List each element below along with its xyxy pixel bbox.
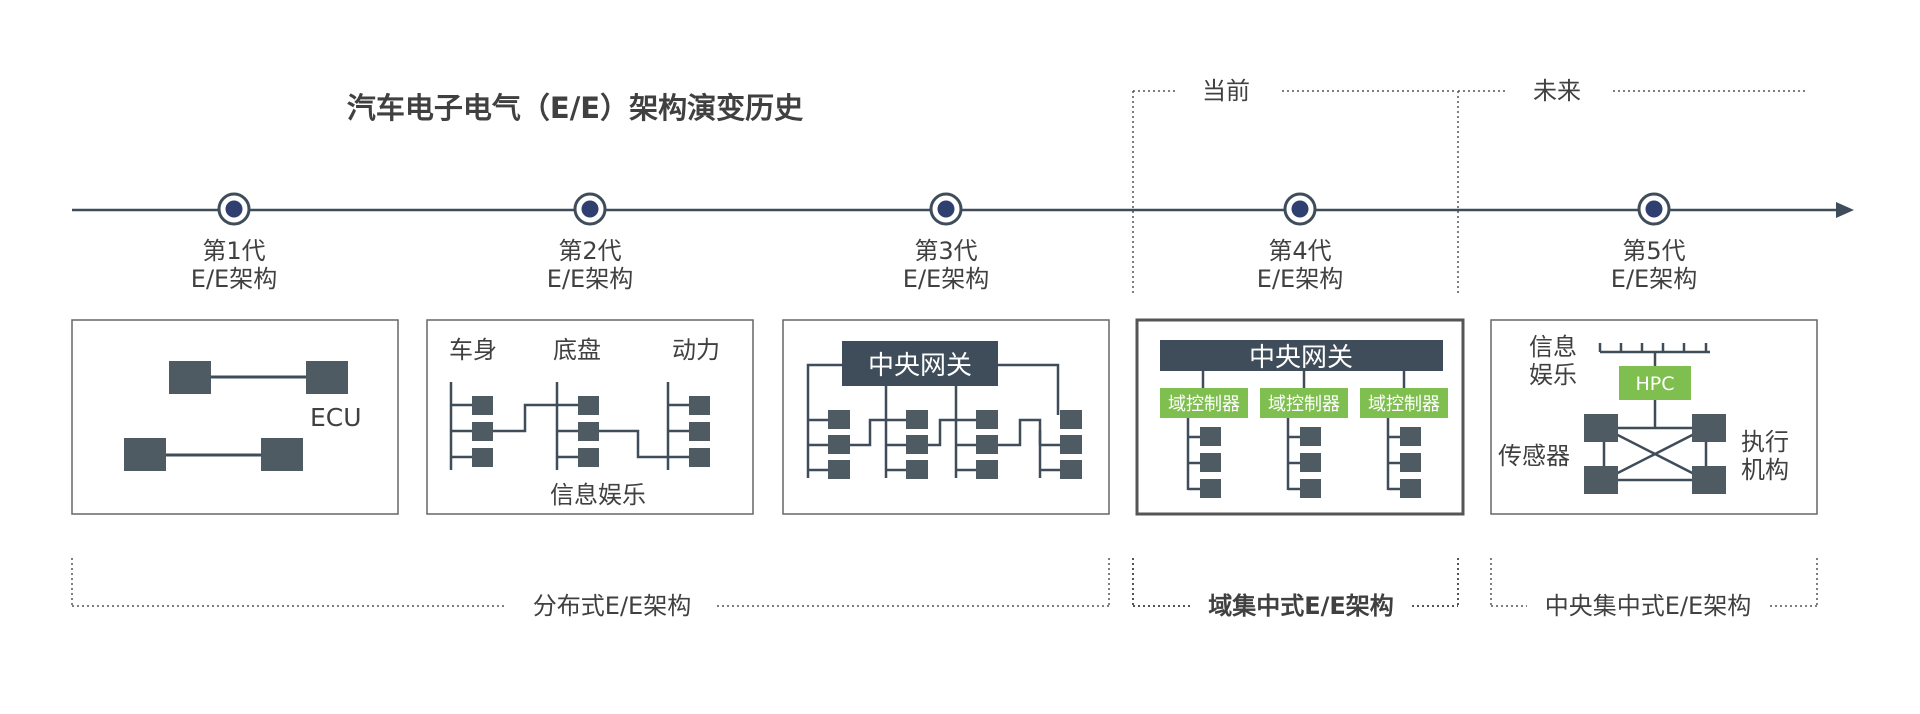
generation-2-sublabel: E/E架构 — [547, 265, 633, 293]
timeline-dot-5 — [1637, 192, 1671, 226]
ecu-node — [124, 438, 166, 471]
central-gateway-node — [842, 341, 998, 386]
generation-3-sublabel: E/E架构 — [903, 265, 989, 293]
period-current — [1132, 90, 1455, 295]
ecu-node — [1400, 479, 1421, 498]
infotainment-label-line2: 娱乐 — [1529, 361, 1577, 389]
ecu-node — [689, 422, 710, 441]
ecu-node — [689, 448, 710, 467]
central-gateway-label: 中央网关 — [868, 351, 972, 381]
period-future-label: 未来 — [1533, 77, 1581, 105]
ecu-node — [906, 410, 928, 429]
generation-5-sublabel: E/E架构 — [1611, 265, 1697, 293]
domain-controller-label: 域控制器 — [1168, 394, 1240, 415]
ecu-node — [578, 422, 599, 441]
category-bracket-domain-centralized — [1132, 558, 1459, 607]
ecu-node — [976, 410, 998, 429]
infotainment-label-line1: 信息 — [1529, 333, 1577, 361]
ecu-node — [472, 396, 493, 415]
ecu-node — [976, 460, 998, 479]
period-future — [1457, 90, 1807, 295]
central-gateway-label: 中央网关 — [1249, 343, 1353, 373]
gen5-diagram: 信息 娱乐 HPC 传感器 执行 机构 — [1490, 319, 1818, 515]
ecu-node — [1200, 479, 1221, 498]
category-central-centralized-label: 中央集中式E/E架构 — [1545, 592, 1751, 620]
ecu-node — [169, 361, 211, 394]
timeline-arrow-icon — [1836, 202, 1854, 218]
ecu-node — [828, 460, 850, 479]
gen1-diagram: ECU — [71, 319, 399, 515]
ecu-node — [1300, 453, 1321, 472]
generation-3-label: 第3代 — [914, 237, 977, 265]
actuator-label-line2: 机构 — [1741, 456, 1789, 484]
zone-controller-node — [1584, 414, 1618, 442]
ecu-node — [906, 435, 928, 454]
ecu-label: ECU — [310, 403, 362, 432]
ecu-node — [828, 410, 850, 429]
timeline-dot-3 — [929, 192, 963, 226]
ecu-node — [1060, 435, 1082, 454]
infotainment-domain-label: 信息娱乐 — [550, 481, 646, 509]
category-bracket-central-centralized — [1490, 558, 1818, 607]
chassis-domain-label: 底盘 — [553, 336, 601, 364]
timeline-dot-1 — [217, 192, 251, 226]
ecu-node — [1400, 427, 1421, 446]
domain-controller-node — [1160, 388, 1248, 418]
ecu-node — [1200, 453, 1221, 472]
timeline-dot-4 — [1283, 192, 1317, 226]
ecu-node — [306, 361, 348, 394]
period-current-label: 当前 — [1202, 77, 1250, 105]
ecu-node — [578, 396, 599, 415]
ecu-node — [261, 438, 303, 471]
ecu-node — [976, 435, 998, 454]
zone-controller-node — [1692, 466, 1726, 494]
ecu-node — [1060, 460, 1082, 479]
gen2-diagram: 车身 底盘 动力 — [426, 319, 754, 515]
ecu-node — [689, 396, 710, 415]
generation-4-sublabel: E/E架构 — [1257, 265, 1343, 293]
ecu-node — [1400, 453, 1421, 472]
generation-2-label: 第2代 — [558, 237, 621, 265]
domain-controller-label: 域控制器 — [1368, 394, 1440, 415]
hpc-label: HPC — [1635, 373, 1674, 395]
zone-controller-node — [1692, 414, 1726, 442]
generation-5-label: 第5代 — [1622, 237, 1685, 265]
diagram-title: 汽车电子电气（E/E）架构演变历史 — [347, 91, 803, 125]
hpc-node — [1619, 366, 1691, 400]
body-domain-label: 车身 — [449, 336, 497, 364]
domain-controller-node — [1360, 388, 1448, 418]
actuator-label-line1: 执行 — [1741, 428, 1789, 456]
ecu-node — [1300, 479, 1321, 498]
gen4-diagram: 中央网关 域控制器 域控制器 域控制器 — [1135, 318, 1465, 516]
category-bracket-distributed — [71, 558, 1110, 607]
generation-1-label: 第1代 — [202, 237, 265, 265]
domain-controller-node — [1260, 388, 1348, 418]
zone-controller-node — [1584, 466, 1618, 494]
central-gateway-node — [1160, 340, 1443, 371]
ecu-node — [578, 448, 599, 467]
ecu-node — [472, 448, 493, 467]
ecu-node — [1200, 427, 1221, 446]
sensor-label: 传感器 — [1498, 442, 1570, 470]
category-domain-centralized-label: 域集中式E/E架构 — [1208, 592, 1394, 620]
domain-controller-label: 域控制器 — [1268, 394, 1340, 415]
timeline-dot-2 — [573, 192, 607, 226]
generation-1-sublabel: E/E架构 — [191, 265, 277, 293]
power-domain-label: 动力 — [672, 336, 720, 364]
gen3-diagram: 中央网关 — [782, 319, 1110, 515]
ecu-node — [828, 435, 850, 454]
category-distributed-label: 分布式E/E架构 — [533, 592, 691, 620]
ecu-node — [1300, 427, 1321, 446]
ecu-node — [472, 422, 493, 441]
ecu-node — [906, 460, 928, 479]
generation-4-label: 第4代 — [1268, 237, 1331, 265]
ecu-node — [1060, 410, 1082, 429]
